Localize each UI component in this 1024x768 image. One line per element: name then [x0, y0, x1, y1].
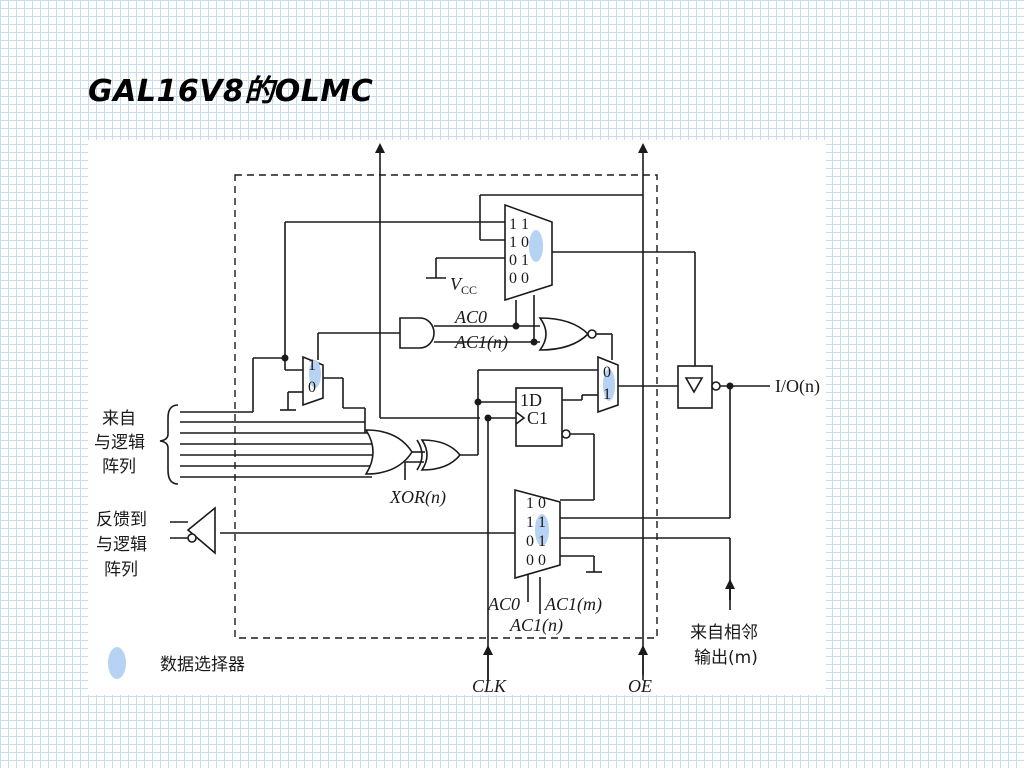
or-gate: [364, 429, 413, 475]
and-array-label-3: 阵列: [102, 457, 136, 477]
oe-mux-row-3: 0 1: [509, 252, 529, 269]
oe-mux: [504, 203, 553, 302]
svg-text:1: 1: [308, 357, 316, 374]
svg-text:0: 0: [308, 379, 316, 396]
oe-label: OE: [628, 676, 652, 695]
and-array-label-2: 与逻辑: [94, 433, 145, 453]
nor-gate: [538, 317, 590, 351]
oe-mux-highlight: [529, 230, 543, 262]
legend-label: 数据选择器: [160, 655, 245, 675]
olmc-circuit-diagram: 1 1 1 0 0 1 0 0 VCC AC0 AC1(n): [94, 143, 820, 695]
and-gate: [399, 317, 435, 349]
feedback-buffer: [186, 506, 216, 555]
and-array-label-1: 来自: [102, 409, 136, 429]
olmc-diagram-panel: 1 1 1 0 0 1 0 0 VCC AC0 AC1(n): [88, 140, 826, 695]
legend-mux-swatch: [108, 647, 126, 679]
svg-text:1 1: 1 1: [526, 514, 546, 531]
neighbor-output-label-1: 来自相邻: [690, 623, 758, 643]
svg-text:0 1: 0 1: [526, 533, 546, 550]
svg-text:0 0: 0 0: [526, 552, 546, 569]
input-brace: [159, 404, 179, 485]
vcc-label: VCC: [450, 274, 477, 297]
neighbor-output-label-2: 输出(m): [694, 648, 758, 668]
oe-mux-row-4: 0 0: [509, 270, 529, 287]
olmc-boundary: [234, 174, 658, 639]
feedback-label-1: 反馈到: [96, 510, 147, 530]
oe-mux-row-2: 1 0: [509, 234, 529, 251]
oe-mux-row-1: 1 1: [509, 216, 529, 233]
svg-text:1: 1: [603, 386, 611, 403]
svg-text:0: 0: [603, 364, 611, 381]
ac1n-top-label: AC1(n): [454, 332, 508, 353]
dff-d-label: 1D: [520, 390, 542, 410]
xor-gate: [420, 439, 462, 471]
clk-label: CLK: [472, 676, 507, 695]
ac0-top-label: AC0: [454, 307, 487, 327]
feedback-label-3: 阵列: [104, 560, 138, 580]
slide-title: GAL16V8的OLMC: [88, 74, 374, 109]
svg-text:1 0: 1 0: [526, 495, 546, 512]
ac0-bottom-label: AC0: [487, 594, 520, 614]
ac1n-bottom-label: AC1(n): [509, 615, 563, 636]
dff-c-label: C1: [527, 408, 548, 428]
ac1m-bottom-label: AC1(m): [544, 594, 602, 615]
xor-label: XOR(n): [389, 487, 446, 508]
feedback-label-2: 与逻辑: [96, 535, 147, 555]
io-pin-label: I/O(n): [775, 376, 820, 397]
output-buffer: [677, 365, 713, 409]
